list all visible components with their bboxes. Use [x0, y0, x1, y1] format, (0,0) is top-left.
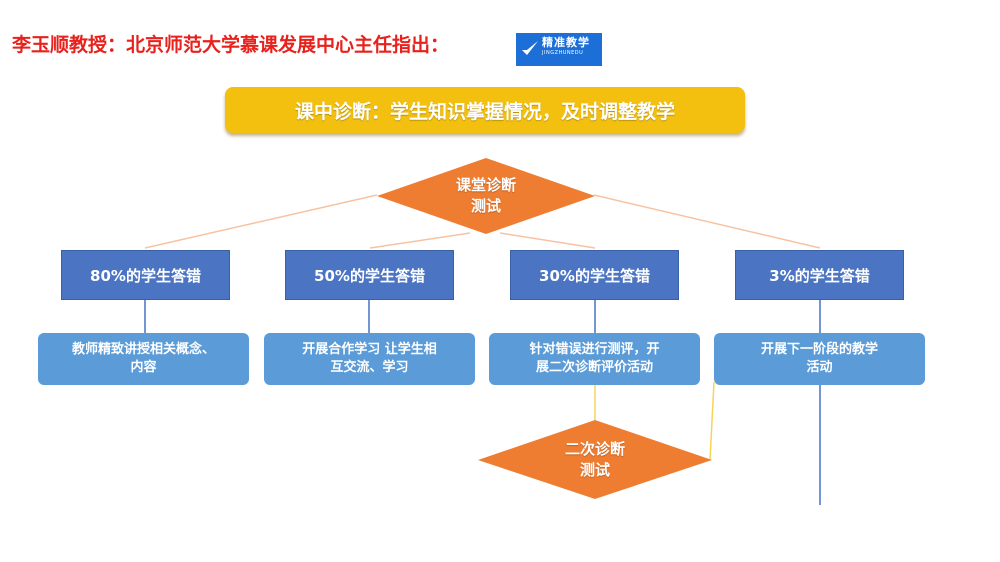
category-box-50: 50%的学生答错: [285, 250, 454, 300]
category-box-3: 3%的学生答错: [735, 250, 904, 300]
bottom-diamond: [478, 420, 712, 499]
top-diamond-line2: 测试: [470, 197, 501, 215]
top-diamond-label: 课堂诊断 测试: [436, 175, 536, 217]
category-box-80: 80%的学生答错: [61, 250, 230, 300]
connector-30: [499, 232, 596, 249]
top-diamond: [377, 158, 595, 234]
headline: 李玉顺教授：北京师范大学慕课发展中心主任指出：: [12, 34, 450, 56]
logo-title: 精准教学: [542, 36, 590, 49]
category-box-30: 30%的学生答错: [510, 250, 679, 300]
connector-80: [144, 194, 378, 249]
bottom-diamond-line2: 测试: [579, 461, 610, 479]
check-mark-icon: [522, 41, 538, 55]
logo: 精准教学 JINGZHUNEDU: [516, 33, 602, 66]
connector-3: [593, 194, 821, 249]
action-box-3: 开展下一阶段的教学 活动: [714, 333, 925, 385]
connector-50: [369, 232, 471, 249]
top-diamond-line1: 课堂诊断: [455, 176, 516, 194]
bottom-diamond-line1: 二次诊断: [564, 440, 625, 458]
action-box-30: 针对错误进行测评，开 展二次诊断评价活动: [489, 333, 700, 385]
connector-second-diamond-out: [709, 381, 715, 461]
bottom-diamond-label: 二次诊断 测试: [545, 439, 645, 481]
action-box-80: 教师精致讲授相关概念、 内容: [38, 333, 249, 385]
action-box-50: 开展合作学习 让学生相 互交流、学习: [264, 333, 475, 385]
logo-subtitle: JINGZHUNEDU: [542, 50, 584, 56]
diagram-banner: 课中诊断：学生知识掌握情况，及时调整教学: [225, 87, 745, 133]
